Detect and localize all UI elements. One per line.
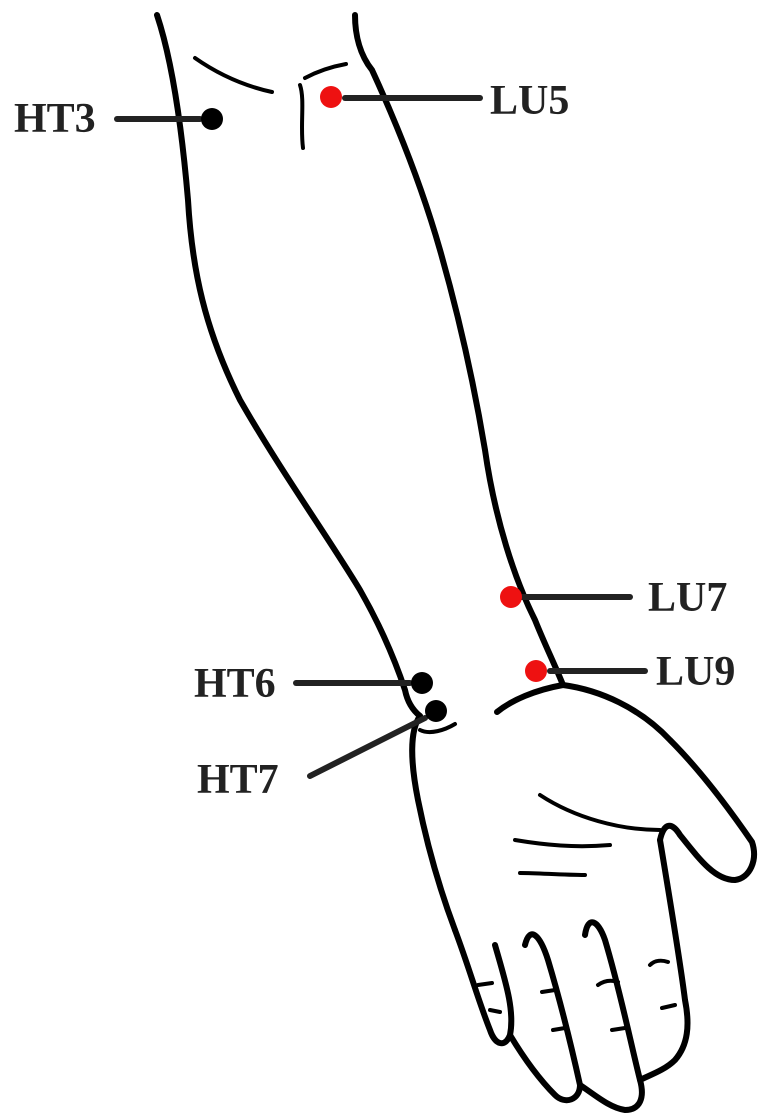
- lu7-label: LU7: [648, 575, 727, 621]
- lu5-point: [320, 86, 342, 108]
- ht3-point: [201, 108, 223, 130]
- ht3-label: HT3: [14, 96, 96, 142]
- ht7-leader: [310, 718, 425, 776]
- ht7-label: HT7: [197, 757, 279, 803]
- ht6-label: HT6: [194, 661, 276, 707]
- arm-outline: [157, 15, 754, 1110]
- lu9-point: [525, 660, 547, 682]
- ht6-point: [411, 672, 433, 694]
- lu7-point: [500, 586, 522, 608]
- lu9-label: LU9: [656, 649, 735, 695]
- lu5-label: LU5: [490, 78, 569, 124]
- ht7-point: [425, 700, 447, 722]
